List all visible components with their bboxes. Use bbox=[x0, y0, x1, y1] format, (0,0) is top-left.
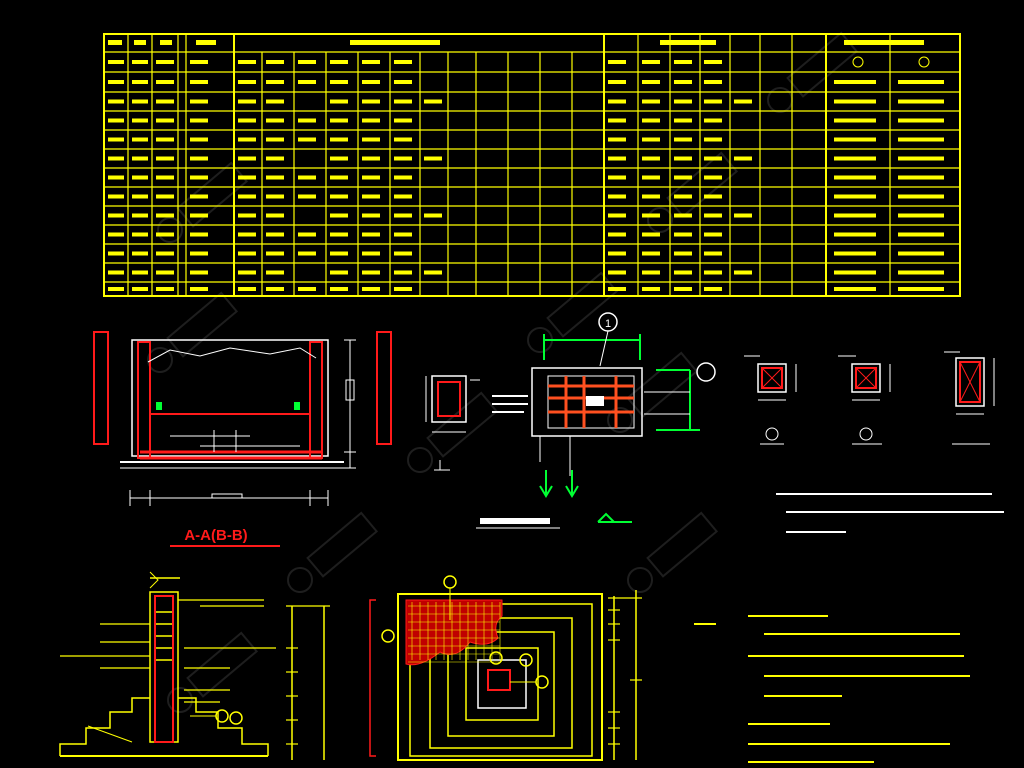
footing-plan bbox=[369, 575, 642, 761]
schedule-table-cells bbox=[108, 40, 944, 291]
tie-detail-2 bbox=[838, 355, 891, 445]
plan-detail: 1 bbox=[476, 312, 716, 529]
schedule-table bbox=[103, 33, 961, 297]
elevation-title: A-A(B-B) bbox=[184, 527, 247, 544]
section-elevation: A-A(B-B) bbox=[93, 331, 392, 547]
general-notes bbox=[694, 615, 970, 763]
tie-detail-1 bbox=[744, 355, 797, 445]
schedule-table-grid bbox=[103, 33, 961, 297]
footing-section bbox=[59, 571, 330, 760]
column-section-detail bbox=[425, 375, 480, 471]
plan-callout-1: 1 bbox=[605, 318, 611, 330]
note-block-white bbox=[776, 493, 1004, 533]
tie-detail-3 bbox=[944, 351, 995, 445]
